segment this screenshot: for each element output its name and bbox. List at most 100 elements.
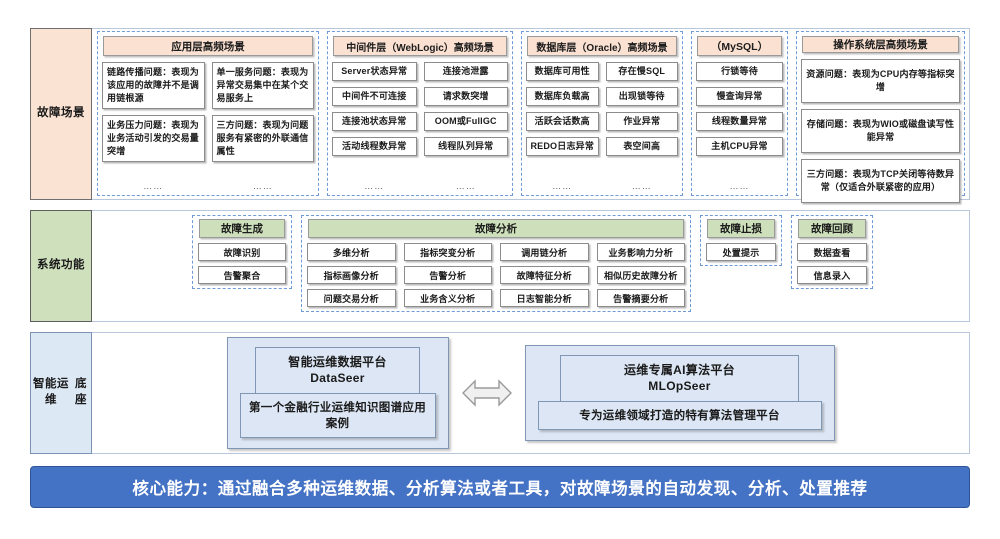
function-item[interactable]: 故障特征分析 (500, 266, 589, 284)
function-group-header-fault-analysis: 故障分析 (308, 219, 684, 238)
scenario-column-header-oracle: 数据库层（Oracle）高频场景 (527, 36, 677, 56)
function-item[interactable]: 指标突变分析 (403, 243, 492, 261)
scenario-item[interactable]: OOM或FullGC (423, 112, 508, 131)
double-arrow-icon (459, 376, 515, 410)
scenario-ellipsis: …… (143, 181, 164, 191)
function-chip-grid: 数据查看信息录入 (797, 243, 867, 284)
scenario-ellipsis: …… (364, 181, 385, 191)
function-item[interactable]: 信息录入 (797, 266, 867, 284)
scenario-column-header-app: 应用层高频场景 (103, 36, 313, 56)
function-item[interactable]: 处置提示 (706, 243, 776, 261)
scenario-item[interactable]: 中间件不可连接 (332, 87, 417, 106)
scenario-ellipsis: …… (631, 181, 652, 191)
scenario-item[interactable]: 主机CPU异常 (696, 137, 783, 156)
platform-dataseer-subtitle: 第一个金融行业运维知识图谱应用案例 (239, 393, 436, 439)
function-item[interactable]: 多维分析 (307, 243, 396, 261)
function-chip-column: 故障识别告警聚合 (198, 243, 286, 284)
scenario-item[interactable]: 资源问题：表现为CPU内存等指标突增 (801, 59, 960, 103)
aiops-base-label: 智能运维 底座 (30, 332, 92, 454)
scenario-chip-column: Server状态异常中间件不可连接连接池状态异常活动线程数异常 …… (332, 62, 417, 193)
aiops-base-label-line1: 智能运维 (33, 378, 69, 406)
function-group-header-fault-generation: 故障生成 (199, 219, 285, 238)
function-chip-column: 处置提示 (706, 243, 776, 261)
scenario-column-header-os: 操作系统层高频场景 (802, 36, 959, 53)
scenario-item[interactable]: 数据库负载高 (526, 87, 599, 106)
platform-dataseer-title: 智能运维数据平台 DataSeer (255, 346, 420, 395)
platform-dataseer-title-cn: 智能运维数据平台 (288, 354, 387, 369)
function-item[interactable]: 故障识别 (198, 243, 286, 261)
scenario-chip-area: Server状态异常中间件不可连接连接池状态异常活动线程数异常……连接池泄露请求… (332, 62, 508, 193)
function-chip-grid: 多维分析指标画像分析问题交易分析指标突变分析告警分析业务含义分析调用链分析故障特… (307, 243, 685, 307)
aiops-base-label-line2: 底座 (75, 378, 87, 406)
scenario-chip-area: 数据库可用性数据库负载高活跃会话数高 REDO日志异常 …… 存在慢SQL 出现锁等待作… (526, 62, 678, 193)
scenario-chip-column: 行锁等待慢查询异常线程数量异常主机CPU异常 …… (696, 62, 783, 193)
platform-mlopseer-subtitle: 专为运维领域打造的特有算法管理平台 (537, 401, 822, 431)
scenario-item[interactable]: 线程队列异常 (423, 137, 508, 156)
platform-mlopseer[interactable]: 运维专属AI算法平台 MLOpSeer 专为运维领域打造的特有算法管理平台 (524, 344, 835, 442)
scenario-item[interactable]: 表空间高 (605, 137, 678, 156)
scenario-chip-column: 单一服务问题：表现为异常交易集中在某个交易服务上三方问题：表现为问题服务有紧密的… (211, 62, 314, 193)
scenario-column-mysql: （MySQL） 行锁等待慢查询异常线程数量异常主机CPU异常 …… (691, 31, 788, 196)
platform-dataseer[interactable]: 智能运维数据平台 DataSeer 第一个金融行业运维知识图谱应用案例 (226, 336, 449, 450)
scenario-item[interactable]: 活跃会话数高 (526, 112, 599, 131)
scenario-column-os: 操作系统层高频场景资源问题：表现为CPU内存等指标突增存储问题：表现为WIO或磁… (796, 31, 965, 223)
scenario-chip-area: 行锁等待慢查询异常线程数量异常主机CPU异常 …… (696, 62, 783, 193)
platform-row: 智能运维数据平台 DataSeer 第一个金融行业运维知识图谱应用案例 运维专属… (92, 333, 969, 453)
scenario-chip-column: 资源问题：表现为CPU内存等指标突增存储问题：表现为WIO或磁盘读写性能异常三方… (801, 59, 960, 225)
scenario-item[interactable]: 单一服务问题：表现为异常交易集中在某个交易服务上 (211, 62, 314, 110)
function-group-fault-generation: 故障生成故障识别告警聚合 (192, 215, 292, 289)
function-item[interactable]: 告警摘要分析 (596, 289, 685, 307)
function-item[interactable]: 日志智能分析 (500, 289, 589, 307)
system-functions-body: 故障生成故障识别告警聚合故障分析多维分析指标画像分析问题交易分析指标突变分析告警… (92, 211, 969, 321)
scenario-item[interactable]: 慢查询异常 (696, 87, 783, 106)
scenario-item[interactable]: 数据库可用性 (526, 62, 599, 81)
scenario-column-app: 应用层高频场景链路传播问题：表现为该应用的故障并不是调用链根源业务压力问题：表现… (97, 31, 319, 196)
fault-scenarios-band: 故障场景 应用层高频场景链路传播问题：表现为该应用的故障并不是调用链根源业务压力… (30, 28, 970, 223)
function-item[interactable]: 数据查看 (797, 243, 867, 261)
scenario-item[interactable]: 三方问题：表现为问题服务有紧密的外联通信属性 (211, 115, 314, 163)
scenario-item[interactable]: 存在慢SQL (605, 62, 678, 81)
scenario-ellipsis: …… (455, 181, 476, 191)
system-functions-band: 系统功能 故障生成故障识别告警聚合故障分析多维分析指标画像分析问题交易分析指标突… (30, 210, 970, 322)
system-functions-label: 系统功能 (30, 210, 92, 322)
function-group-header-fault-mitigation: 故障止损 (707, 219, 775, 238)
scenario-item[interactable]: 线程数量异常 (696, 112, 783, 131)
scenario-chip-area: 资源问题：表现为CPU内存等指标突增存储问题：表现为WIO或磁盘读写性能异常三方… (801, 59, 960, 225)
scenario-item[interactable]: 链路传播问题：表现为该应用的故障并不是调用链根源 (102, 62, 205, 110)
scenario-item[interactable]: 存储问题：表现为WIO或磁盘读写性能异常 (801, 109, 960, 153)
scenario-item[interactable]: Server状态异常 (332, 62, 417, 81)
function-item[interactable]: 业务含义分析 (403, 289, 492, 307)
scenario-item[interactable]: 连接池状态异常 (332, 112, 417, 131)
function-chip-column: 数据查看信息录入 (797, 243, 867, 284)
function-chip-column: 调用链分析故障特征分析日志智能分析 (500, 243, 589, 307)
function-item[interactable]: 告警聚合 (198, 266, 286, 284)
function-chip-column: 多维分析指标画像分析问题交易分析 (307, 243, 396, 307)
scenario-column-header-mysql: （MySQL） (697, 36, 782, 56)
scenario-item[interactable]: 出现锁等待 (605, 87, 678, 106)
scenario-item[interactable]: 三方问题：表现为TCP关闭等待数异常（仅适合外联紧密的应用） (801, 159, 960, 203)
scenario-item[interactable]: 业务压力问题：表现为业务活动引发的交易量突增 (102, 115, 205, 163)
scenario-item[interactable]: REDO日志异常 (526, 137, 599, 156)
scenario-item[interactable]: 请求数突增 (423, 87, 508, 106)
function-item[interactable]: 告警分析 (403, 266, 492, 284)
function-item[interactable]: 业务影响力分析 (596, 243, 685, 261)
scenario-ellipsis: …… (252, 181, 273, 191)
scenario-item[interactable]: 活动线程数异常 (332, 137, 417, 156)
aiops-base-body: 智能运维数据平台 DataSeer 第一个金融行业运维知识图谱应用案例 运维专属… (92, 333, 969, 453)
function-group-fault-analysis: 故障分析多维分析指标画像分析问题交易分析指标突变分析告警分析业务含义分析调用链分… (301, 215, 691, 312)
scenario-item[interactable]: 行锁等待 (696, 62, 783, 81)
scenario-ellipsis: …… (729, 181, 750, 191)
function-item[interactable]: 相似历史故障分析 (596, 266, 685, 284)
function-group-header-fault-review: 故障回顾 (798, 219, 866, 238)
scenario-item[interactable]: 连接池泄露 (423, 62, 508, 81)
scenario-column-header-middleware: 中间件层（WebLogic）高频场景 (333, 36, 507, 56)
platform-dataseer-title-en: DataSeer (310, 371, 365, 385)
function-group-fault-mitigation: 故障止损处置提示 (700, 215, 782, 266)
scenario-chip-column: 连接池泄露请求数突增 OOM或FullGC 线程队列异常 …… (423, 62, 508, 193)
function-item[interactable]: 问题交易分析 (307, 289, 396, 307)
scenario-item[interactable]: 作业异常 (605, 112, 678, 131)
function-item[interactable]: 调用链分析 (500, 243, 589, 261)
function-item[interactable]: 指标画像分析 (307, 266, 396, 284)
scenario-chip-column: 存在慢SQL 出现锁等待作业异常表空间高 …… (605, 62, 678, 193)
